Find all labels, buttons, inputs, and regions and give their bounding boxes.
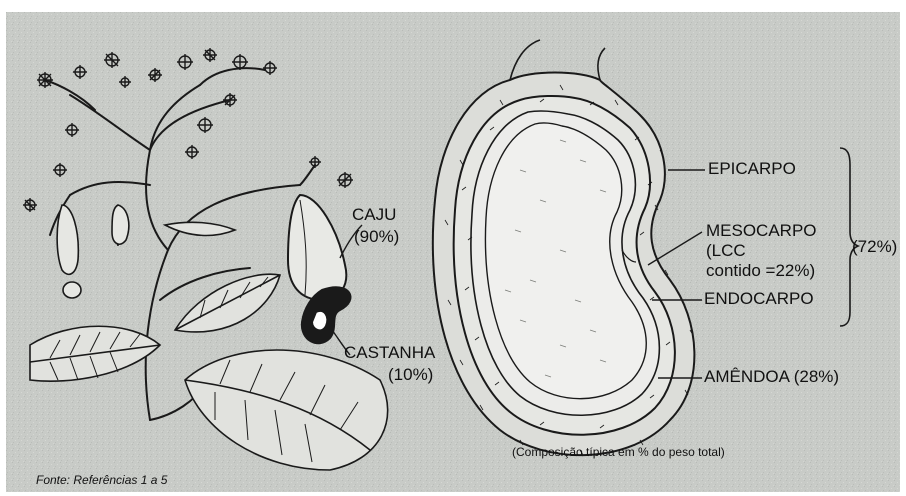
amendoa-label: AMÊNDOA (28%) [704, 368, 839, 387]
lcc-label-line1: (LCC [706, 242, 746, 261]
caju-label: CAJU [352, 206, 396, 225]
bracket-percent: (72%) [852, 238, 897, 257]
castanha-percent: (10%) [388, 366, 433, 385]
epicarpo-label: EPICARPO [708, 160, 796, 179]
castanha-label: CASTANHA [344, 344, 435, 363]
source-note: Fonte: Referências 1 a 5 [36, 474, 167, 487]
figure-caption: (Composição típica em % do peso total) [512, 446, 725, 459]
lcc-label-line2: contido =22%) [706, 262, 815, 281]
caju-percent: (90%) [354, 228, 399, 247]
mesocarpo-label: MESOCARPO [706, 222, 817, 241]
endocarpo-label: ENDOCARPO [704, 290, 814, 309]
